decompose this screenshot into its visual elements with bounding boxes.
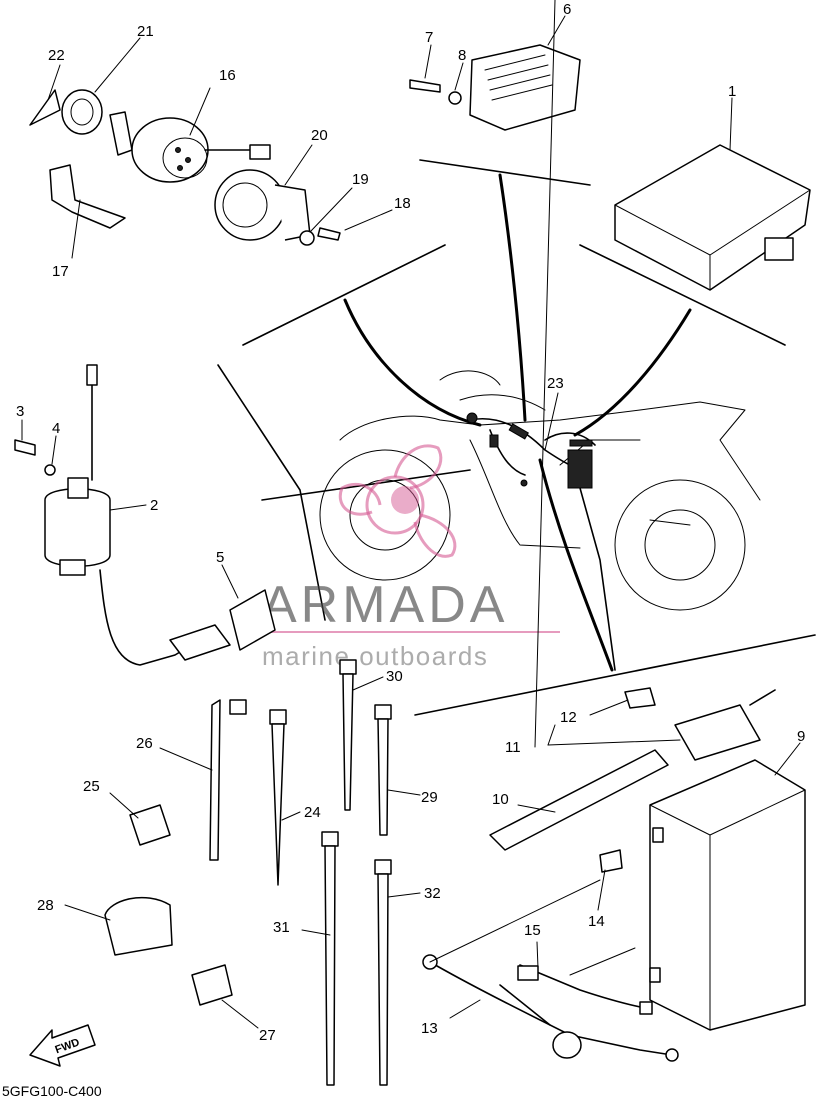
- callout-23: 23: [547, 375, 564, 392]
- cable-tie-part-30: [342, 673, 354, 811]
- callout-29: 29: [421, 789, 438, 806]
- callout-12: 12: [560, 709, 577, 726]
- cable-tie-part-32: [377, 873, 389, 1086]
- callout-20: 20: [311, 127, 328, 144]
- wire-part-15: [517, 965, 539, 981]
- callout-11: 11: [505, 739, 521, 756]
- cdi-unit-group: [614, 144, 811, 291]
- callout-7: 7: [425, 29, 433, 46]
- ignition-coil-group: [14, 364, 276, 666]
- battery-part-9: [649, 759, 806, 1031]
- cdi-unit-part-1: [614, 144, 811, 291]
- drawing-code: 5GFG100-C400: [2, 1083, 102, 1098]
- callout-8: 8: [458, 47, 466, 64]
- callout-31: 31: [273, 919, 290, 936]
- fuse-part-12: [624, 687, 656, 709]
- callout-17: 17: [52, 263, 69, 280]
- callout-5: 5: [216, 549, 224, 566]
- armada-watermark: ARMADA marine outboards: [262, 444, 560, 671]
- fuse-holder-part-11: [674, 704, 761, 761]
- cable-tie-part-26: [209, 699, 221, 861]
- callout-2: 2: [150, 497, 158, 514]
- callout-1: 1: [728, 83, 736, 100]
- cable-tie-part-31: [324, 845, 336, 1086]
- leader-lines: [21, 0, 801, 1029]
- cover-part-22: [29, 89, 61, 126]
- callout-28: 28: [37, 897, 54, 914]
- screw-part-18: [317, 227, 341, 241]
- callout-14: 14: [588, 913, 605, 930]
- clamp-part-28: [104, 896, 173, 956]
- callout-9: 9: [797, 728, 805, 745]
- callout-21: 21: [137, 23, 154, 40]
- callout-24: 24: [304, 804, 321, 821]
- callout-10: 10: [492, 791, 509, 808]
- washer-part-8: [448, 91, 462, 105]
- ignition-coil-part-2: [44, 488, 111, 567]
- holder-part-14: [599, 849, 623, 873]
- callout-27: 27: [259, 1027, 276, 1044]
- callout-4: 4: [52, 420, 60, 437]
- callout-18: 18: [394, 195, 411, 212]
- washer-part-4: [44, 464, 56, 476]
- key-part-17: [49, 164, 126, 229]
- callout-25: 25: [83, 778, 100, 795]
- callout-22: 22: [48, 47, 65, 64]
- clamp-part-27: [191, 964, 233, 1006]
- watermark-tagline: marine outboards: [262, 641, 488, 671]
- clamp-part-25: [129, 804, 171, 846]
- forward-arrow-icon: [29, 1024, 96, 1067]
- armada-logo-mark: [338, 444, 457, 558]
- callout-6: 6: [563, 1, 571, 18]
- callout-16: 16: [219, 67, 236, 84]
- cable-ties-group: [104, 659, 392, 1086]
- cable-tie-part-24: [271, 723, 285, 886]
- callout-3: 3: [16, 403, 24, 420]
- bolt-part-3: [14, 439, 36, 456]
- callout-15: 15: [524, 922, 541, 939]
- callout-19: 19: [352, 171, 369, 188]
- watermark-brand: ARMADA: [262, 576, 508, 634]
- battery-band-part-10: [489, 749, 669, 851]
- callout-13: 13: [421, 1020, 438, 1037]
- washer-part-19: [299, 230, 315, 246]
- switch-cover-part-20: [214, 169, 286, 241]
- rectifier-part-6: [469, 44, 581, 131]
- plug-cap-part-5: [229, 589, 276, 651]
- callout-32: 32: [424, 885, 441, 902]
- cable-tie-part-29: [377, 718, 389, 836]
- callout-30: 30: [386, 668, 403, 685]
- rectifier-group: [409, 44, 581, 131]
- battery-group: [422, 687, 806, 1062]
- bolt-part-7: [409, 79, 441, 93]
- callout-numbers: 1 2 3 4 5 6 7 8 9 10 11 12 13 14 15 16 1…: [16, 1, 805, 1044]
- fwd-arrow: FWD: [29, 1024, 96, 1067]
- main-switch-group: [29, 89, 341, 246]
- grommet-part-21: [61, 89, 103, 135]
- callout-26: 26: [136, 735, 153, 752]
